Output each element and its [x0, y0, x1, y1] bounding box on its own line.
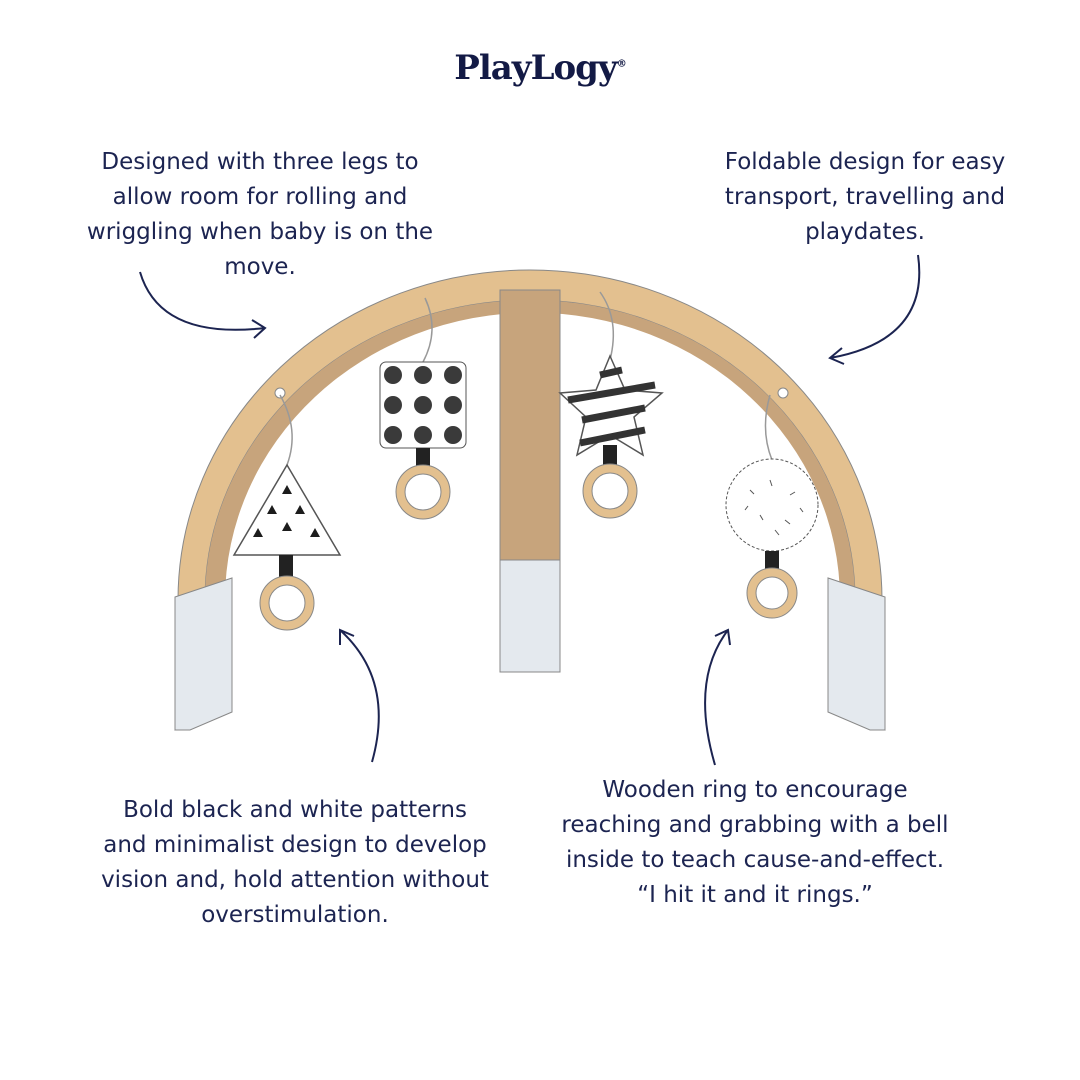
callout-wooden-ring-text: Wooden ring to encourage reaching and gr… [561, 777, 949, 873]
striped-star-toy [558, 354, 664, 519]
arrow-bottom-left [339, 628, 380, 763]
right-leg-cap [827, 577, 886, 731]
callout-foldable: Foldable design for easy transport, trav… [724, 149, 1006, 245]
triangle-toy [232, 463, 342, 631]
left-leg-cap [174, 577, 233, 731]
brand-name: PlayLogy [454, 48, 617, 88]
brand-logo: PlayLogy® [0, 48, 1080, 88]
callout-wooden-ring-quote: “I hit it and it rings.” [637, 882, 873, 908]
callout-arrows [139, 254, 921, 766]
callout-patterns: Bold black and white patterns and minima… [101, 797, 489, 928]
speckled-circle-toy [725, 458, 819, 619]
arrow-bottom-right [704, 628, 731, 766]
callout-three-legs: Designed with three legs to allow room f… [86, 149, 434, 280]
center-leg [499, 289, 561, 561]
arrow-top-left [139, 271, 267, 339]
callout-wooden-ring: Wooden ring to encourage reaching and gr… [555, 773, 955, 913]
center-leg-cap [499, 559, 561, 673]
square-dots-toy [379, 361, 467, 520]
arrow-top-right [828, 254, 921, 365]
registered-mark: ® [616, 58, 627, 70]
